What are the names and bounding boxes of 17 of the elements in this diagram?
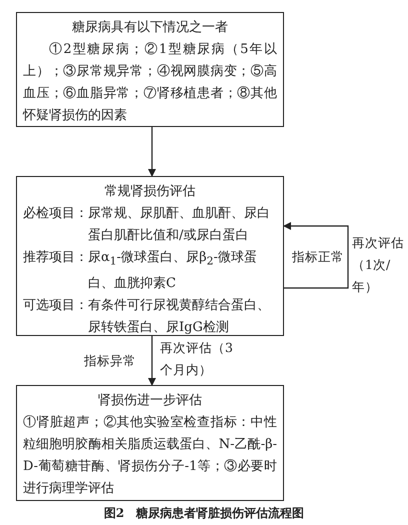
list-item: 必检项目：尿常规、尿肌酐、血肌酐、尿白蛋白肌酐比值和/或尿白蛋白: [23, 205, 271, 245]
box-text: ①2型糖尿病；②1型糖尿病（5年以上）；③尿常规异常；④视网膜病变；⑤高血压；⑥血脂异常；⑦肾移植患者；⑧其他怀疑肾损伤的因素: [23, 41, 277, 125]
list-item: 推荐项目：尿α$_{1}$-微球蛋白、尿β$_{2}$-微球蛋白、血胱抑素C: [23, 249, 258, 293]
process-box: [16, 385, 284, 501]
note-text: 再次评估（1次/年）: [351, 234, 405, 296]
arrow: [148, 127, 156, 177]
process-box: [16, 176, 284, 336]
list-item: 可选项目：有条件可行尿视黄醇结合蛋白、尿转铁蛋白、尿IgG检测: [23, 296, 271, 337]
box-heading: 常规肾损伤评估: [104, 183, 196, 201]
arrow: [283, 222, 349, 289]
figure-caption: 图2 糖尿病患者肾脏损伤评估流程图: [102, 505, 306, 522]
box-heading: 肾损伤进一步评估: [97, 392, 203, 410]
process-box: [16, 12, 284, 127]
box-text: ①肾脏超声；②其他实验室检查指标：中性粒细胞明胶酶相关脂质运载蛋白、N-乙酰-β-D-葡萄糖苷酶、肾损伤分子-1等；③必要时进行病理学评估: [23, 414, 277, 498]
note-text: 再次评估（3个月内）: [159, 339, 234, 379]
arrow: [148, 336, 156, 386]
box-heading: 糖尿病具有以下情况之一者: [71, 19, 229, 37]
